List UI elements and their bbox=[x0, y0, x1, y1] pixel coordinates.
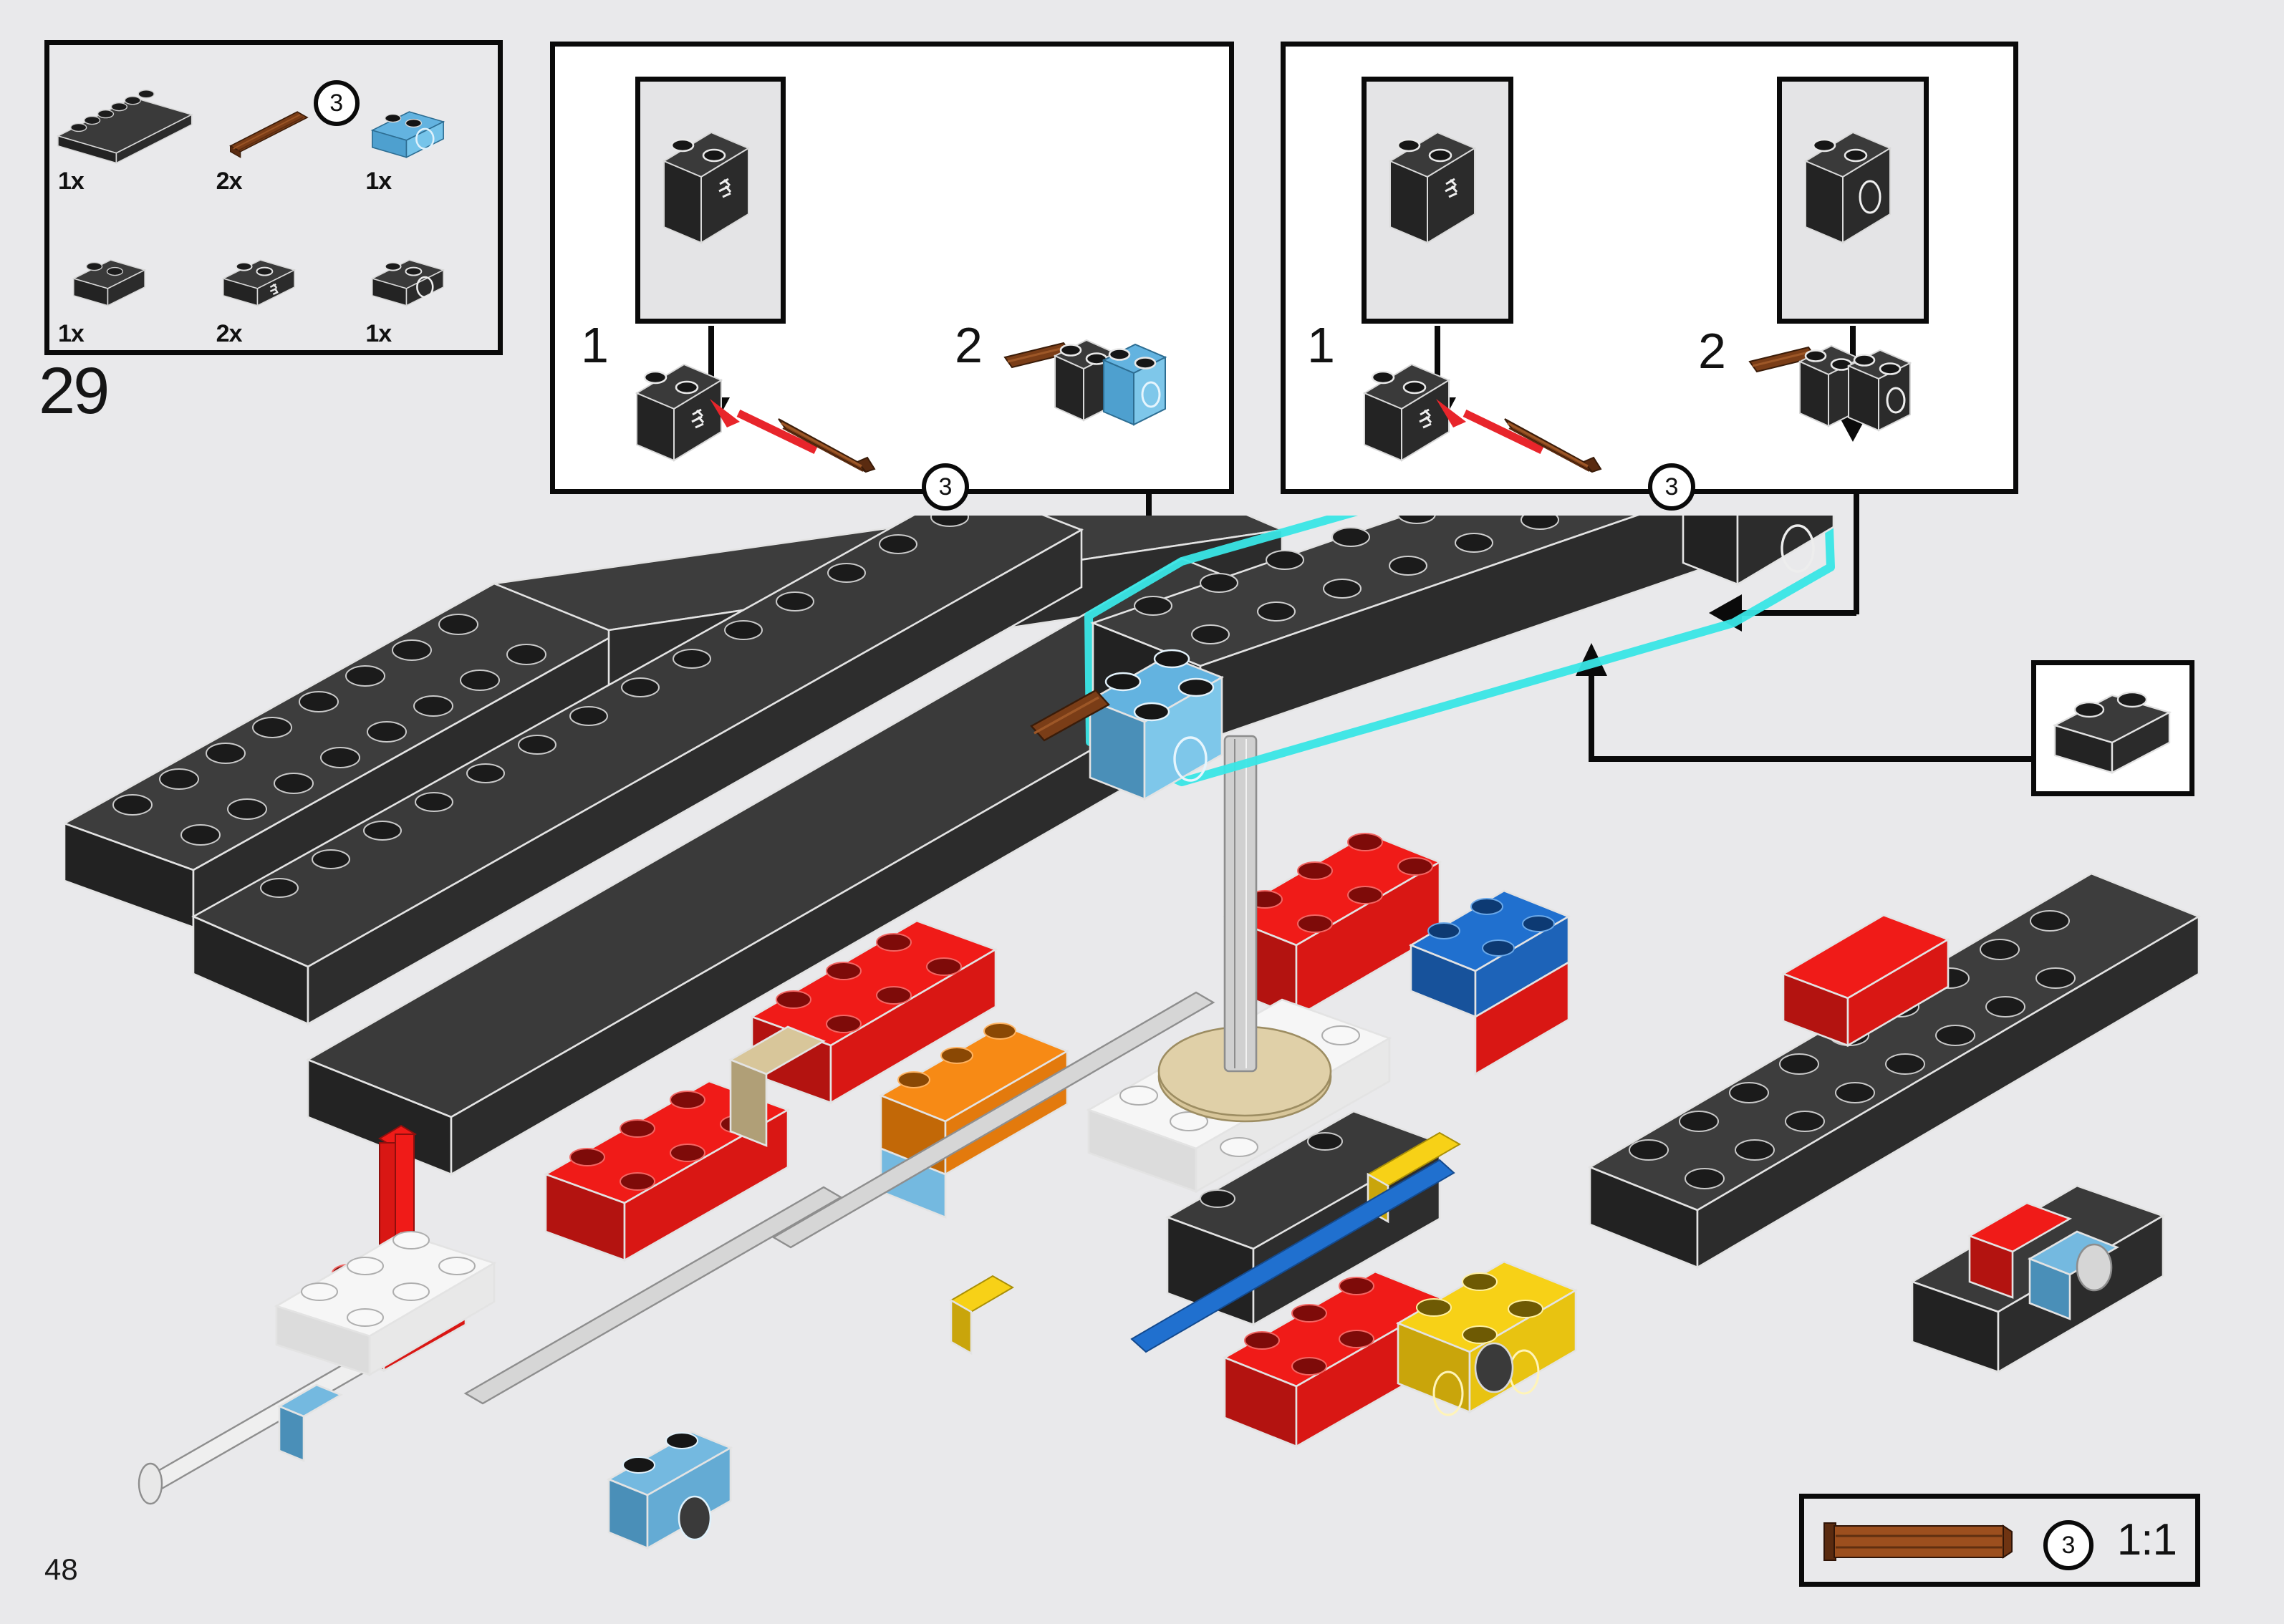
substep-assembly-2 bbox=[1748, 344, 1912, 432]
callout-leader-vertical bbox=[1589, 676, 1594, 759]
substep-number-1: 1 bbox=[581, 317, 609, 373]
technic-brick-1x2-axlehole-black-icon bbox=[199, 236, 349, 322]
chassis-frame-assembly bbox=[64, 516, 2220, 1611]
technic-axle-3-brown-step1 bbox=[1504, 418, 1602, 473]
part-quantity: 1x bbox=[365, 168, 392, 195]
part-cell-technic-brick-1x2-axlehole-black: 2x bbox=[199, 198, 349, 350]
substep-inset-left-1 bbox=[635, 77, 786, 324]
brick-1x8-black-icon bbox=[49, 83, 199, 169]
part-quantity: 1x bbox=[58, 168, 85, 195]
one-to-one-scale-box: 3 1:1 bbox=[1799, 1494, 2200, 1587]
parts-inventory-box: 1x 3 2x bbox=[44, 40, 503, 355]
substep-assembly-1 bbox=[627, 333, 885, 490]
technic-brick-1x2-hole-black-icon bbox=[348, 236, 498, 322]
insertion-arrow-red bbox=[710, 399, 818, 454]
axle-length-badge: 3 bbox=[2043, 1520, 2093, 1570]
scale-ratio-label: 1:1 bbox=[2116, 1515, 2177, 1565]
panel2-to-model-line-vertical bbox=[1854, 494, 1859, 614]
axle-length-badge: 3 bbox=[922, 463, 969, 511]
technic-axle-3-brown-step1 bbox=[778, 418, 876, 473]
technic-brick-1x2-hole-azure-icon bbox=[348, 83, 498, 169]
axle-length-badge: 3 bbox=[313, 80, 360, 126]
part-cell-brick-1x2-black: 1x bbox=[49, 198, 199, 350]
substep-number-1: 1 bbox=[1307, 317, 1335, 373]
new-assembly-highlight bbox=[1030, 516, 1835, 801]
part-quantity: 2x bbox=[216, 320, 243, 347]
part-cell-technic-brick-1x2-hole-black: 1x bbox=[348, 198, 498, 350]
substep-arrow-shaft bbox=[708, 326, 714, 403]
technic-axle-3-brown-icon: 3 bbox=[199, 80, 360, 169]
callout-leader-horizontal bbox=[1589, 756, 2033, 762]
brick-1x2-black-icon bbox=[49, 236, 199, 322]
brick-1x2-black-icon bbox=[2052, 691, 2172, 774]
substep-number-2: 2 bbox=[1698, 323, 1726, 379]
part-quantity: 1x bbox=[58, 320, 85, 347]
part-cell-technic-brick-1x2-hole-azure: 1x bbox=[348, 45, 498, 198]
substep-assembly-2 bbox=[1003, 339, 1167, 426]
technic-axle-3-brown-scale-icon bbox=[1823, 1522, 2013, 1561]
part-quantity: 2x bbox=[216, 168, 243, 195]
page-number: 48 bbox=[44, 1552, 78, 1586]
brick-1x2-black-callout bbox=[2031, 660, 2194, 796]
step-number: 29 bbox=[39, 354, 110, 427]
substep-panel-right: 1 3 2 bbox=[1281, 42, 2018, 511]
substep-panel-left: 1 3 2 bbox=[550, 42, 1234, 511]
insertion-arrow-red bbox=[1436, 399, 1544, 454]
substep-inset-right-1 bbox=[1362, 77, 1513, 324]
substep-inset-right-2 bbox=[1777, 77, 1929, 324]
panel2-to-model-line-horizontal bbox=[1740, 610, 1856, 616]
part-cell-axle-3-brown: 3 2x bbox=[199, 45, 360, 198]
part-quantity: 1x bbox=[365, 320, 392, 347]
substep-arrow-shaft bbox=[1435, 326, 1440, 403]
axle-length-badge: 3 bbox=[1648, 463, 1695, 511]
substep-number-2: 2 bbox=[955, 317, 983, 373]
part-cell-brick-1x8-black: 1x bbox=[49, 45, 199, 198]
